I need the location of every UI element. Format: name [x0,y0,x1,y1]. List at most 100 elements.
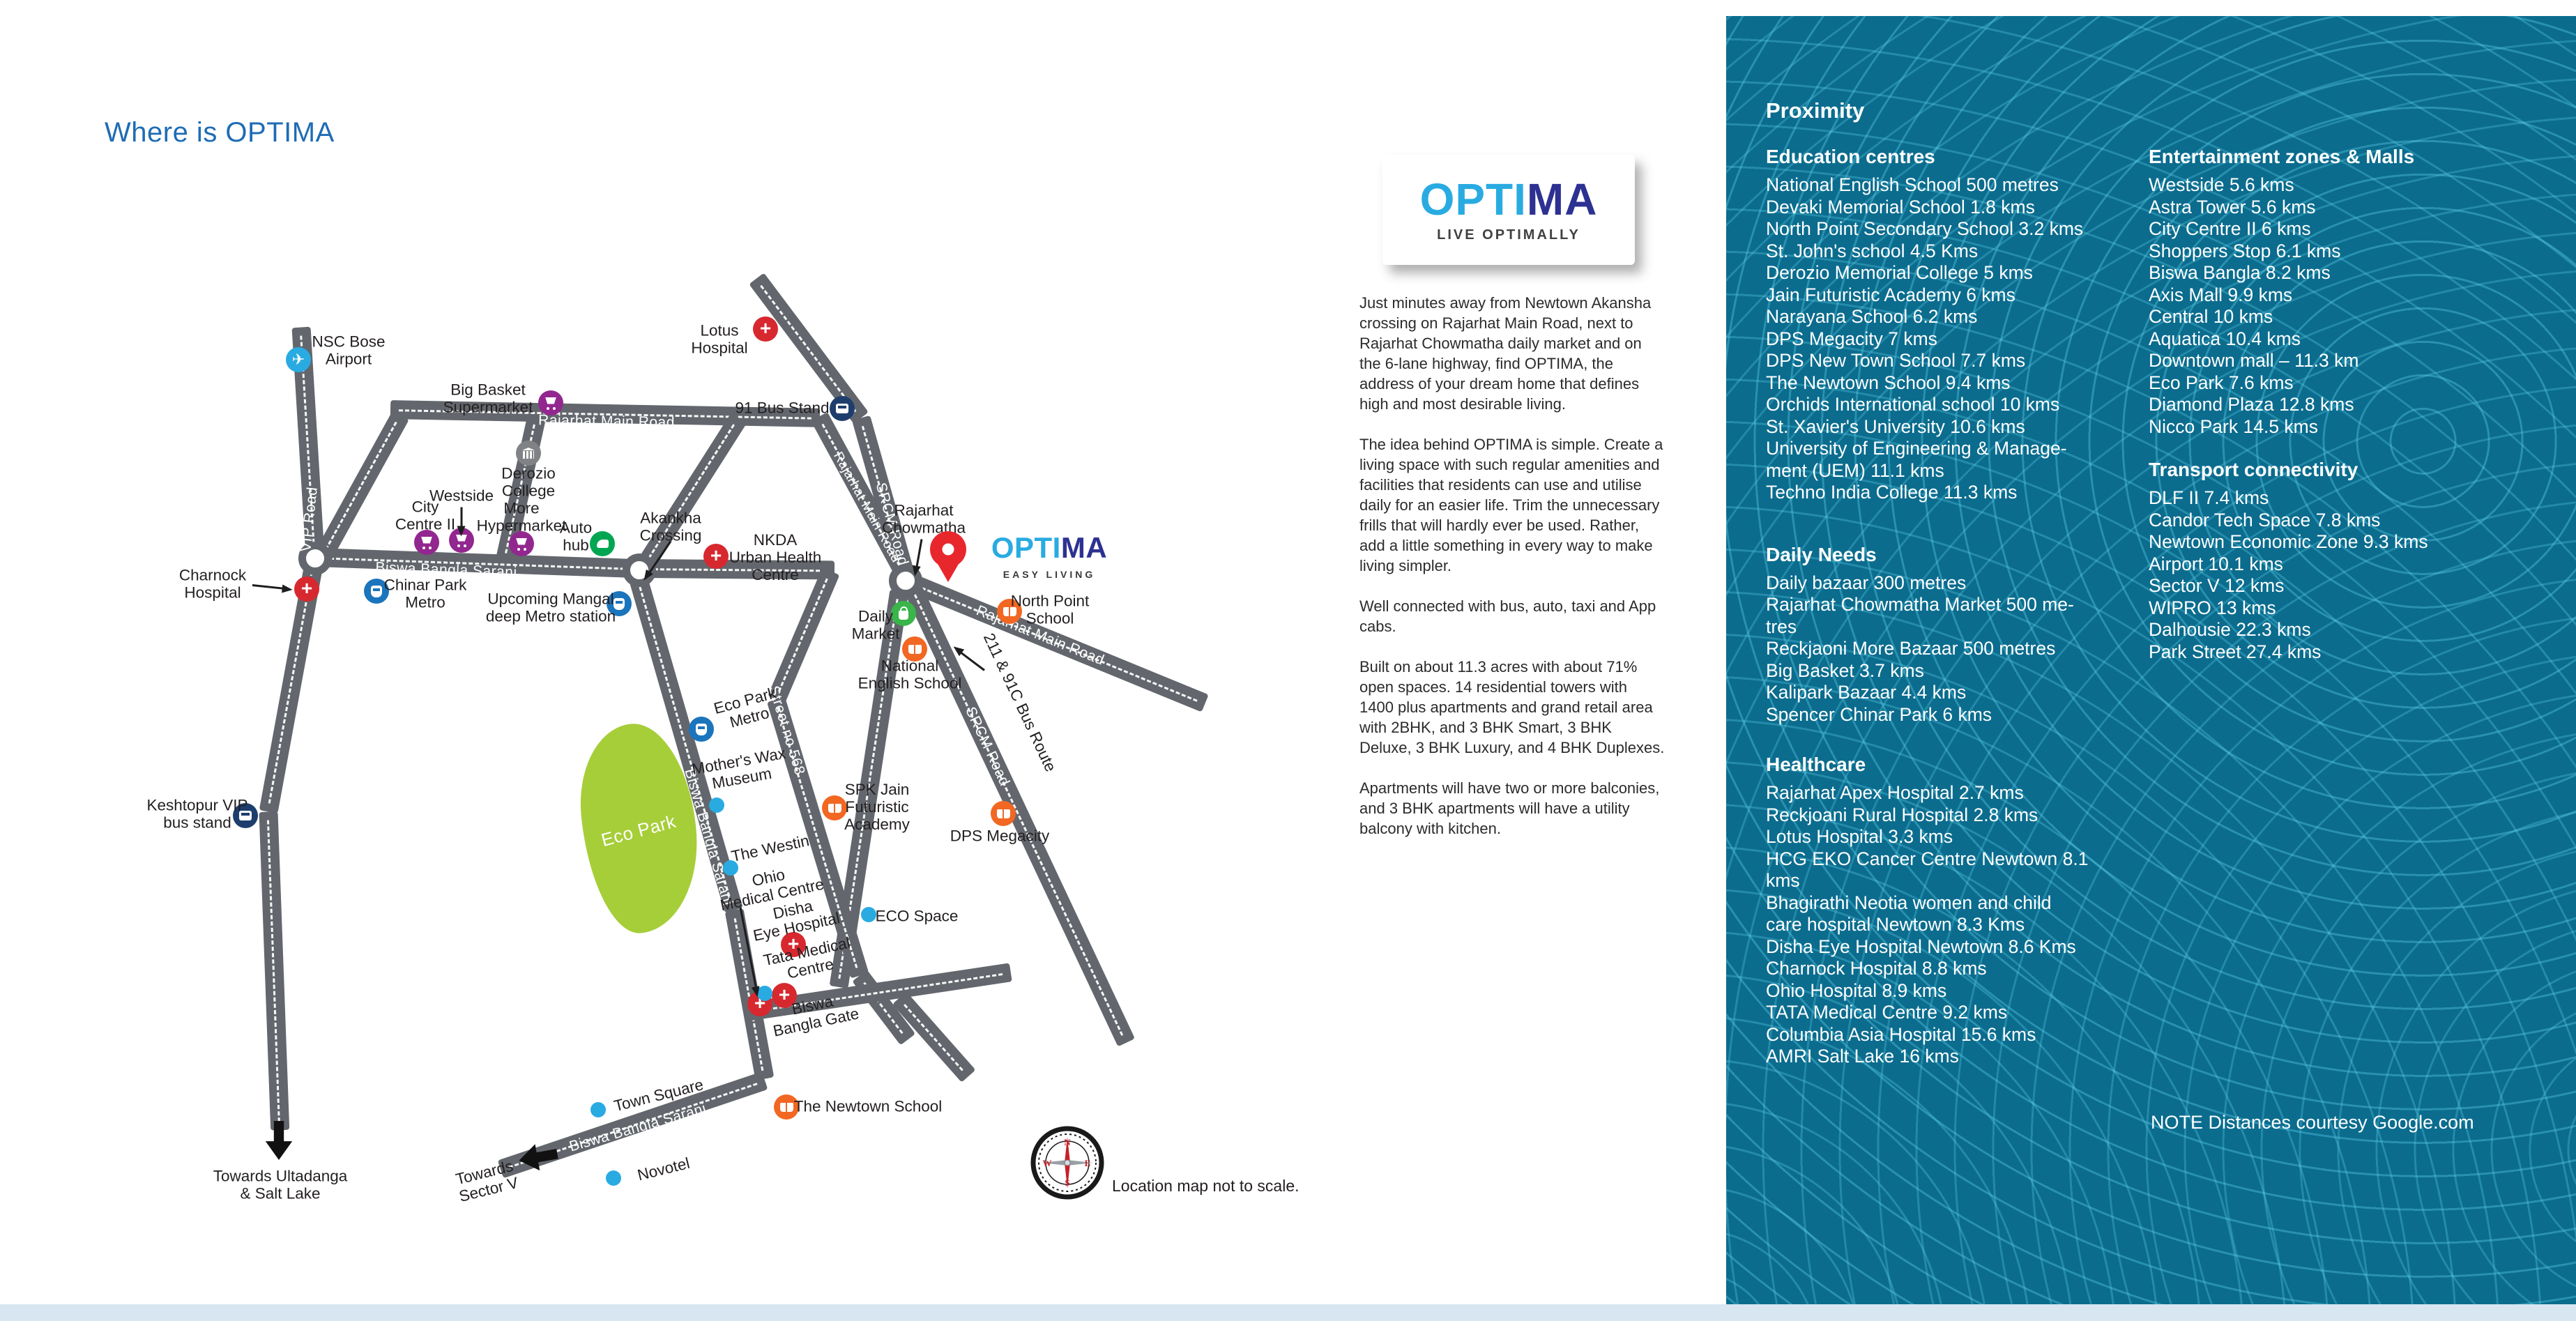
entertainment-item: Biswa Bangla 8.2 kms [2149,262,2331,283]
entertainment-item: Nicco Park 14.5 kms [2149,415,2318,437]
healthcare-item: Columbia Asia Hospital 15.6 kms [1766,1023,2036,1045]
intro-paragraph-4: Built on about 11.3 acres with about 71%… [1359,658,1665,756]
transport-item: Sector V 12 kms [2149,575,2285,596]
entertainment-item: Aquatica 10.4 kms [2149,328,2301,349]
entertainment-item: Westside 5.6 kms [2149,174,2294,195]
map-label-chinar-park-metro: Chinar Park Metro [383,576,467,611]
map-label-nsc-bose-airport: NSC Bose Airport [312,333,386,367]
map-label-wax-museum: Mother's Wax Museum [690,744,787,793]
map-label-novotel: Novotel [635,1154,692,1184]
mangal-metro-icon [607,591,632,616]
map-label-derozio-college: Derozio College [501,464,556,499]
svg-text:W: W [1043,1158,1052,1168]
map-label-rajarhat-chowmatha: Rajarhat Chowmatha [881,501,966,536]
education-item: Derozio Memorial College 5 kms [1766,262,2033,283]
spk-jain-icon [822,795,847,820]
map-label-mangal-metro: Upcoming Mangal deep Metro station [485,590,616,625]
section-entertainment: Entertainment zones & Malls Westside 5.6… [2149,146,2553,438]
education-item: St. John's school 4.5 Kms [1766,240,1979,261]
proximity-column-2: Entertainment zones & Malls Westside 5.6… [2149,146,2553,663]
big-basket-icon [538,390,563,415]
proximity-title: Proximity [1766,98,1865,123]
city-centre-icon [414,530,439,555]
lotus-hospital-icon [753,316,778,342]
entertainment-heading: Entertainment zones & Malls [2149,146,2415,167]
road-branch-1 [314,410,409,563]
transport-item: Newtown Economic Zone 9.3 kms [2149,531,2428,552]
road-street-568-1 [768,567,840,703]
eco-space-dot [861,907,876,922]
transport-item: DLF II 7.4 kms [2149,487,2269,508]
entertainment-item: Downtown mall – 11.3 km [2149,350,2359,371]
education-item: Orchids International school 10 kms [1766,394,2060,415]
map-label-eco-space: ECO Space [875,907,959,925]
biswa-bangla-gate-dot [757,986,772,1001]
transport-item: Dalhousie 22.3 kms [2149,619,2311,640]
daily-market-icon [891,601,916,626]
arrow-chowmatha [915,539,923,573]
healthcare-item: Disha Eye Hospital Newtown 8.6 Kms [1766,936,2076,957]
compass-icon: N S E W [1030,1126,1104,1200]
proximity-panel: Proximity Education centres National Eng… [1726,16,2576,1304]
dps-megacity-icon [991,801,1016,826]
entertainment-item: Central 10 kms [2149,306,2273,327]
daily-needs-item: Kalipark Bazaar 4.4 kms [1766,682,1967,703]
education-item: North Point Secondary School 3.2 kms [1766,218,2084,239]
entertainment-item: Shoppers Stop 6.1 kms [2149,240,2341,261]
daily-needs-item: Daily bazaar 300 metres [1766,572,1967,593]
novotel-dot [606,1170,621,1186]
entertainment-item: Diamond Plaza 12.8 kms [2149,394,2354,415]
healthcare-item: Charnock Hospital 8.8 kms [1766,958,1987,979]
daily-needs-item: Reckjaoni More Bazaar 500 metres [1766,638,2056,659]
roundabout-chowmatha [889,564,922,597]
daily-needs-heading: Daily Needs [1766,543,1877,565]
healthcare-item: Rajarhat Apex Hospital 2.7 kms [1766,782,2024,803]
chinar-park-metro-icon [364,579,389,604]
map-label-spk-jain: SPK Jain Futuristic Academy [844,780,910,833]
healthcare-heading: Healthcare [1766,754,1866,775]
healthcare-item: Bhagirathi Neotia women and child care h… [1766,892,2052,936]
map-label-national-english: National English School [858,657,962,692]
map-logo-tagline: EASY LIVING [1003,569,1096,580]
national-english-school-icon [902,636,927,662]
entertainment-item: Eco Park 7.6 kms [2149,372,2294,393]
bottom-strip [0,1304,2576,1321]
westin-dot [723,860,738,876]
education-item: Narayana School 6.2 kms [1766,306,1978,327]
section-healthcare: Healthcare Rajarhat Apex Hospital 2.7 km… [1766,754,2148,1068]
healthcare-item: Reckjoani Rural Hospital 2.8 kms [1766,804,2038,825]
education-heading: Education centres [1766,146,1935,167]
education-item: DPS New Town School 7.7 kms [1766,350,2026,371]
healthcare-item: Ohio Hospital 8.9 kms [1766,979,1947,1001]
optima-location-pin [930,531,966,567]
road-vip-c [259,811,290,1131]
map-label-north-point-school: North Point School [1010,592,1090,627]
road-label-srcm-south: SRCM Road [962,704,1013,789]
map-scale-note: Location map not to scale. [1112,1177,1300,1195]
map-label-lotus-hospital: Lotus Hospital [691,321,748,356]
healthcare-item: HCG EKO Cancer Centre Newtown 8.1 kms [1766,848,2089,892]
daily-needs-item: Big Basket 3.7 kms [1766,659,1924,681]
map-label-westin: The Westin [729,832,811,866]
healthcare-item: Lotus Hospital 3.3 kms [1766,826,1953,847]
derozio-college-icon [516,441,541,466]
intro-paragraph-3: Well connected with bus, auto, taxi and … [1359,597,1656,635]
intro-text: Just minutes away from Newtown Akansha c… [1359,293,1665,859]
map-logo-part2: MA [1060,531,1108,564]
daily-needs-item: Spencer Chinar Park 6 kms [1766,703,1992,725]
auto-hub-icon [590,531,615,556]
optima-logo-card: OPTIMA LIVE OPTIMALLY [1382,155,1635,265]
education-item: Techno India College 11.3 kms [1766,482,2018,503]
bus-91-icon [830,396,855,421]
education-item: St. Xavier's University 10.6 kms [1766,415,2025,437]
transport-item: Candor Tech Space 7.8 kms [2149,509,2381,530]
svg-text:N: N [1064,1137,1071,1147]
education-item: DPS Megacity 7 kms [1766,328,1937,349]
map-label-towards-sector-v: Towards Sector V [454,1156,520,1205]
transport-item: Park Street 27.4 kms [2149,641,2322,662]
arrow-charnock [252,584,289,590]
